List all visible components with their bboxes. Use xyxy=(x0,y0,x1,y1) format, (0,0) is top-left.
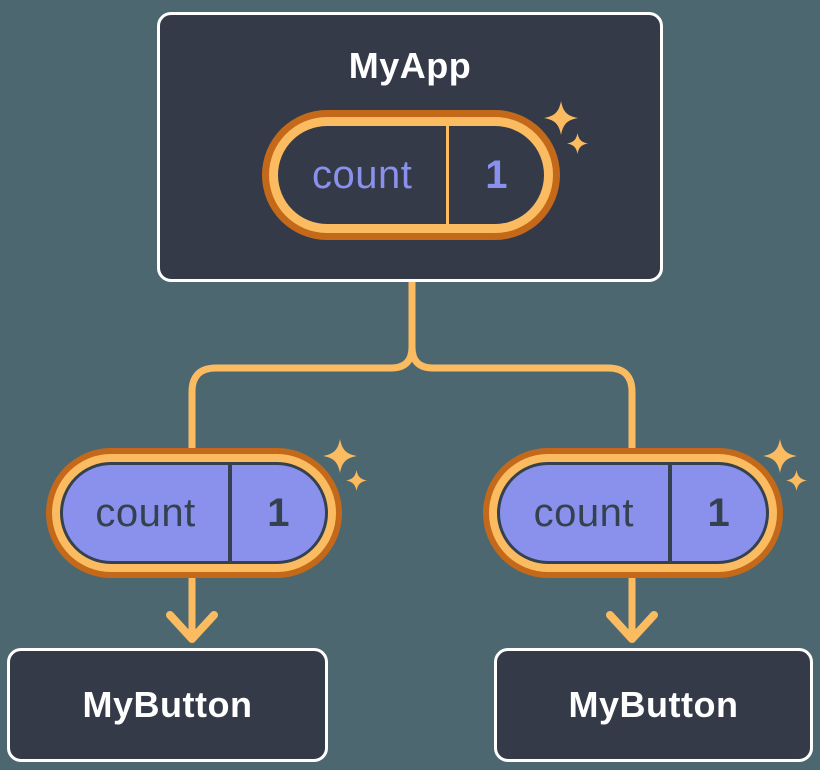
prop-pill-body: count 1 xyxy=(497,462,769,564)
state-pill-ring: count 1 xyxy=(269,117,553,233)
component-title: MyButton xyxy=(568,684,739,725)
prop-value-label: 1 xyxy=(267,490,290,535)
prop-name-label: count xyxy=(533,490,635,535)
sparkle-icon xyxy=(763,439,797,473)
pill-divider xyxy=(667,465,672,561)
state-value-label: 1 xyxy=(485,152,509,197)
prop-pill-left: count 1 xyxy=(46,448,342,578)
state-pill: count 1 xyxy=(262,110,560,240)
branch-right-line xyxy=(408,281,636,450)
prop-pill-ring: count 1 xyxy=(489,454,777,572)
component-card-mybutton-left: MyButton xyxy=(7,648,328,762)
arrow-down-icon xyxy=(606,611,658,643)
sparkle-icon xyxy=(544,101,578,135)
prop-name-label: count xyxy=(95,490,196,535)
arrow-down-icon xyxy=(166,611,218,643)
sparkle-icon xyxy=(323,439,357,473)
component-card-mybutton-right: MyButton xyxy=(494,648,813,762)
state-pill-body: count 1 xyxy=(278,126,544,224)
prop-pill-right: count 1 xyxy=(483,448,783,578)
sparkle-icon xyxy=(346,470,367,491)
pill-divider xyxy=(228,465,233,561)
branch-left-line xyxy=(188,281,416,450)
prop-pill-body: count 1 xyxy=(60,462,328,564)
component-title: MyButton xyxy=(82,684,253,725)
prop-value-label: 1 xyxy=(707,490,731,535)
component-title: MyApp xyxy=(348,45,472,86)
sparkle-icon xyxy=(567,133,588,154)
state-name-label: count xyxy=(311,152,413,197)
pill-divider xyxy=(446,126,450,224)
prop-pill-ring: count 1 xyxy=(52,454,336,572)
sparkle-icon xyxy=(786,470,807,491)
